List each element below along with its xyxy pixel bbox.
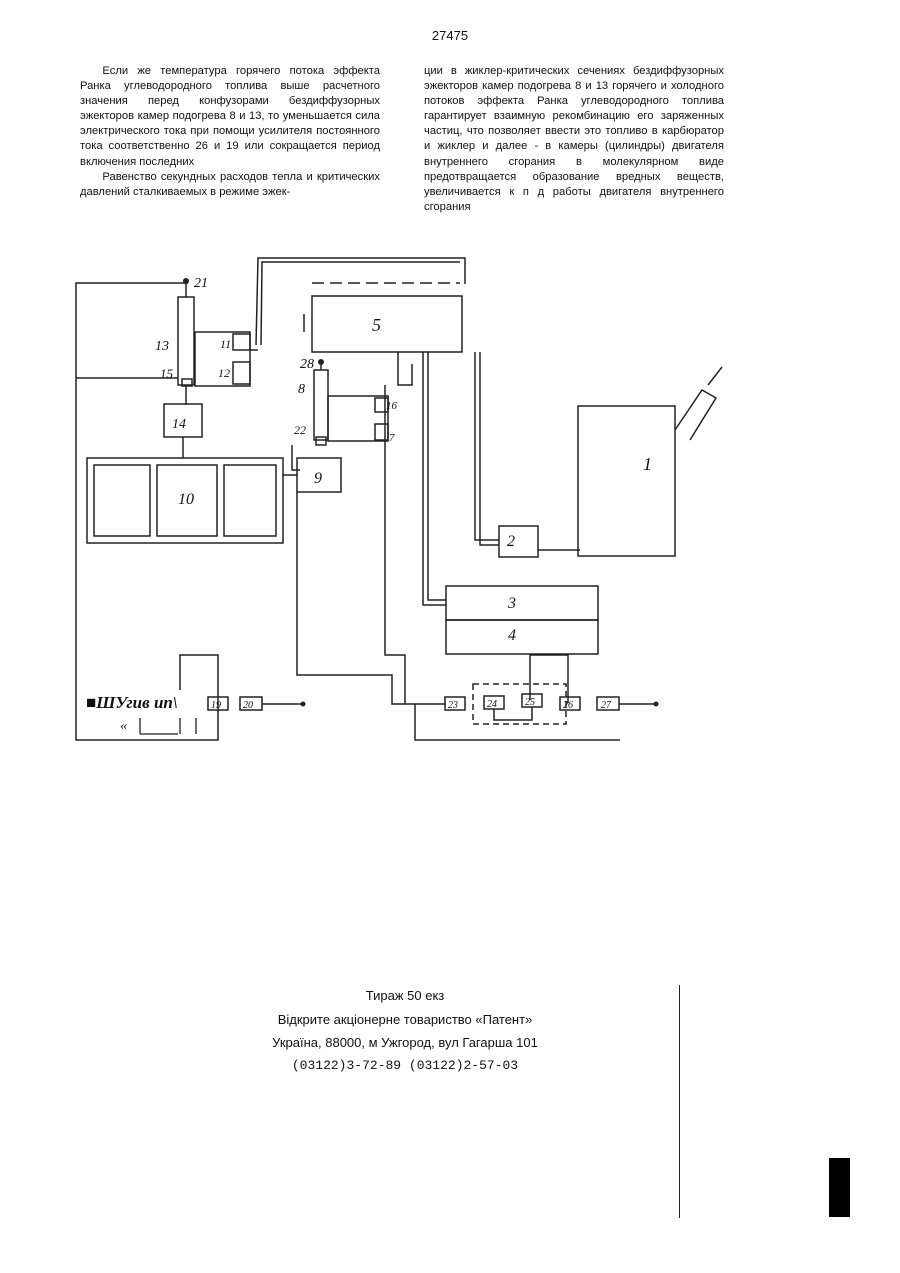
paragraph: Если же температура горячего потока эффе…: [80, 64, 380, 170]
ocr-artifact-text-2: «: [120, 718, 128, 734]
ocr-artifact-text: ■ШУгив ип\: [86, 693, 178, 712]
label-19: 19: [211, 700, 221, 711]
schematic-diagram: 1 2 3 4 5 8 9 10 11 12 13 14 15 16 7 21 …: [0, 250, 900, 760]
label-8: 8: [298, 382, 305, 397]
label-16: 16: [386, 400, 398, 412]
imprint-phones: (03122)3-72-89 (03122)2-57-03: [210, 1058, 600, 1073]
label-28: 28: [300, 357, 314, 372]
label-2: 2: [507, 533, 515, 550]
paragraph: Равенство секундных расходов тепла и кри…: [80, 170, 380, 200]
label-3: 3: [507, 595, 516, 612]
imprint-address: Україна, 88000, м Ужгород, вул Гагарша 1…: [210, 1035, 600, 1050]
label-11: 11: [220, 337, 231, 351]
label-1: 1: [643, 454, 652, 474]
label-9: 9: [314, 470, 322, 487]
label-4: 4: [508, 627, 516, 644]
label-24: 24: [487, 699, 497, 710]
label-27: 27: [601, 700, 612, 711]
label-23: 23: [448, 700, 458, 711]
imprint-circulation: Тираж 50 екз: [210, 988, 600, 1003]
label-7: 7: [389, 432, 395, 444]
label-14: 14: [172, 417, 186, 432]
label-21: 21: [194, 276, 208, 291]
label-10: 10: [178, 491, 194, 508]
text-column-left: Если же температура горячего потока эффе…: [80, 64, 380, 200]
label-20: 20: [243, 700, 253, 711]
label-22: 22: [294, 423, 306, 437]
vertical-divider: [679, 985, 680, 1218]
label-12: 12: [218, 366, 230, 380]
label-13: 13: [155, 339, 169, 354]
paragraph: ции в жиклер-критических сечениях бездиф…: [424, 64, 724, 215]
label-5: 5: [372, 315, 381, 335]
label-15: 15: [160, 366, 174, 381]
black-marker-bar: [829, 1158, 850, 1217]
imprint-publisher: Відкрите акціонерне товариство «Патент»: [210, 1012, 600, 1027]
label-25: 25: [525, 697, 535, 708]
text-column-right: ции в жиклер-критических сечениях бездиф…: [424, 64, 724, 215]
label-26: 26: [563, 700, 573, 711]
page-number: 27475: [0, 28, 900, 43]
